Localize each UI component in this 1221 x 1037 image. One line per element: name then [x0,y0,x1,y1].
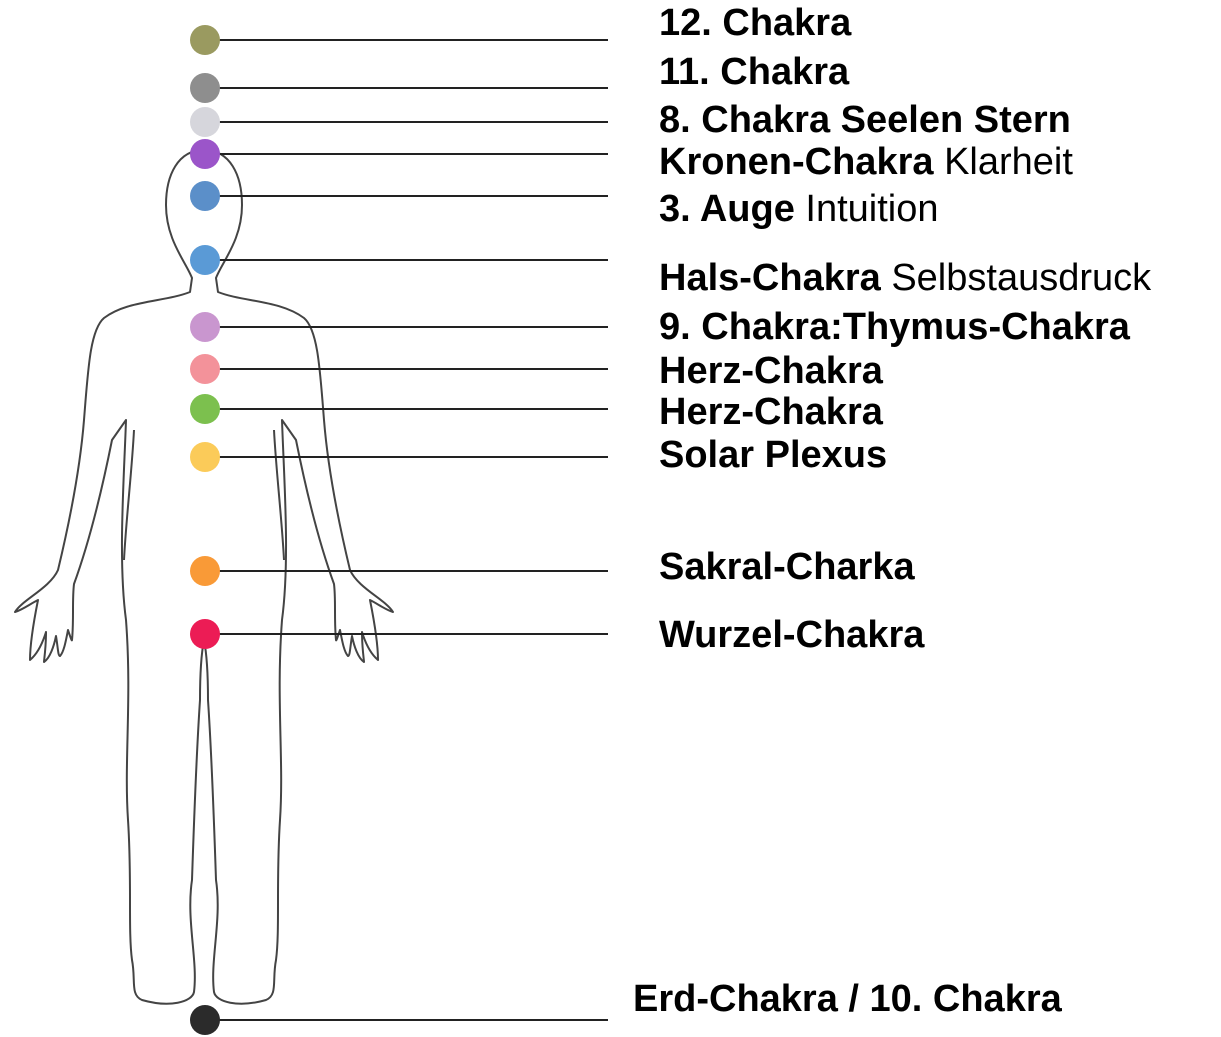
label-sacral-chakra: Sakral-Charka [659,548,915,586]
label-earth-chakra: Erd-Chakra / 10. Chakra [633,980,1062,1018]
label-name: Herz-Chakra [659,391,883,433]
label-third-eye: 3. Auge Intuition [659,190,939,228]
crown-chakra-dot [190,139,220,169]
label-meaning: Intuition [805,188,938,230]
label-name: Sakral-Charka [659,546,915,588]
heart-chakra-green-dot [190,394,220,424]
heart-chakra-pink-dot [190,354,220,384]
label-name: Hals-Chakra [659,257,881,299]
throat-chakra-dot [190,245,220,275]
label-name: 9. Chakra:Thymus-Chakra [659,306,1130,348]
label-heart-chakra-pink: Herz-Chakra [659,352,883,390]
earth-chakra-dot [190,1005,220,1035]
sacral-chakra-dot [190,556,220,586]
label-name: Wurzel-Chakra [659,614,924,656]
label-name: Kronen-Chakra [659,141,934,183]
chakra-8-dot [190,107,220,137]
label-name: Erd-Chakra / 10. Chakra [633,978,1062,1020]
label-chakra-11: 11. Chakra [659,53,849,91]
label-chakra-9-thymus: 9. Chakra:Thymus-Chakra [659,308,1130,346]
chakra-12-dot [190,25,220,55]
label-heart-chakra-green: Herz-Chakra [659,393,883,431]
root-chakra-dot [190,619,220,649]
label-name: 3. Auge [659,188,795,230]
label-chakra-8: 8. Chakra Seelen Stern [659,101,1071,139]
chakra-11-dot [190,73,220,103]
label-crown-chakra: Kronen-Chakra Klarheit [659,143,1073,181]
label-name: 8. Chakra Seelen Stern [659,99,1071,141]
label-meaning: Selbstausdruck [891,257,1151,299]
label-root-chakra: Wurzel-Chakra [659,616,924,654]
third-eye-dot [190,181,220,211]
solar-plexus-dot [190,442,220,472]
label-name: 12. Chakra [659,2,851,44]
label-chakra-12: 12. Chakra [659,4,851,42]
label-name: 11. Chakra [659,51,849,93]
label-throat-chakra: Hals-Chakra Selbstausdruck [659,259,1151,297]
label-name: Herz-Chakra [659,350,883,392]
label-name: Solar Plexus [659,434,887,476]
label-solar-plexus: Solar Plexus [659,436,887,474]
chakra-9-thymus-dot [190,312,220,342]
label-meaning: Klarheit [944,141,1073,183]
